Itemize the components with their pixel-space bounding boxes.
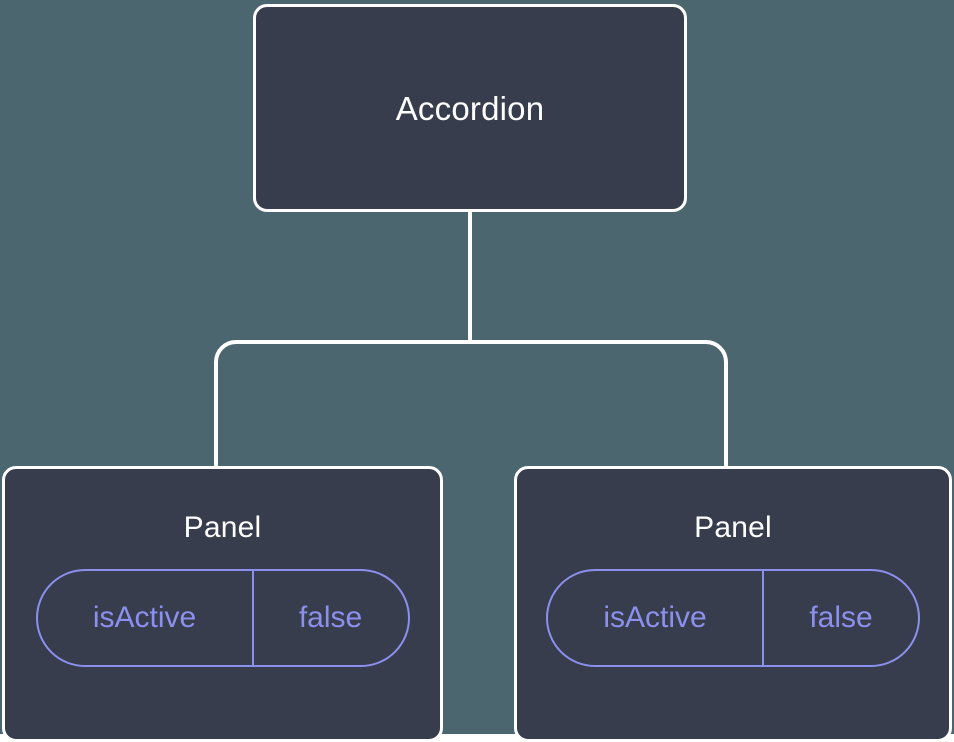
node-accordion[interactable]: Accordion [253,4,687,212]
connector-edge-to-panel-left [214,340,470,466]
state-pill-panel-right[interactable]: isActive false [546,569,920,667]
node-panel-right[interactable]: Panel isActive false [514,466,952,742]
node-panel-right-title: Panel [694,511,772,544]
node-panel-left[interactable]: Panel isActive false [2,466,443,742]
node-panel-left-title: Panel [183,511,262,544]
node-accordion-title: Accordion [395,89,545,127]
connector-edge-to-panel-right [470,340,728,466]
state-pill-value: false [298,601,363,634]
state-pill-panel-left[interactable]: isActive false [35,569,410,667]
state-pill-key: isActive [548,571,764,665]
state-pill-key: isActive [38,571,254,665]
state-pill-value: false [809,601,873,634]
